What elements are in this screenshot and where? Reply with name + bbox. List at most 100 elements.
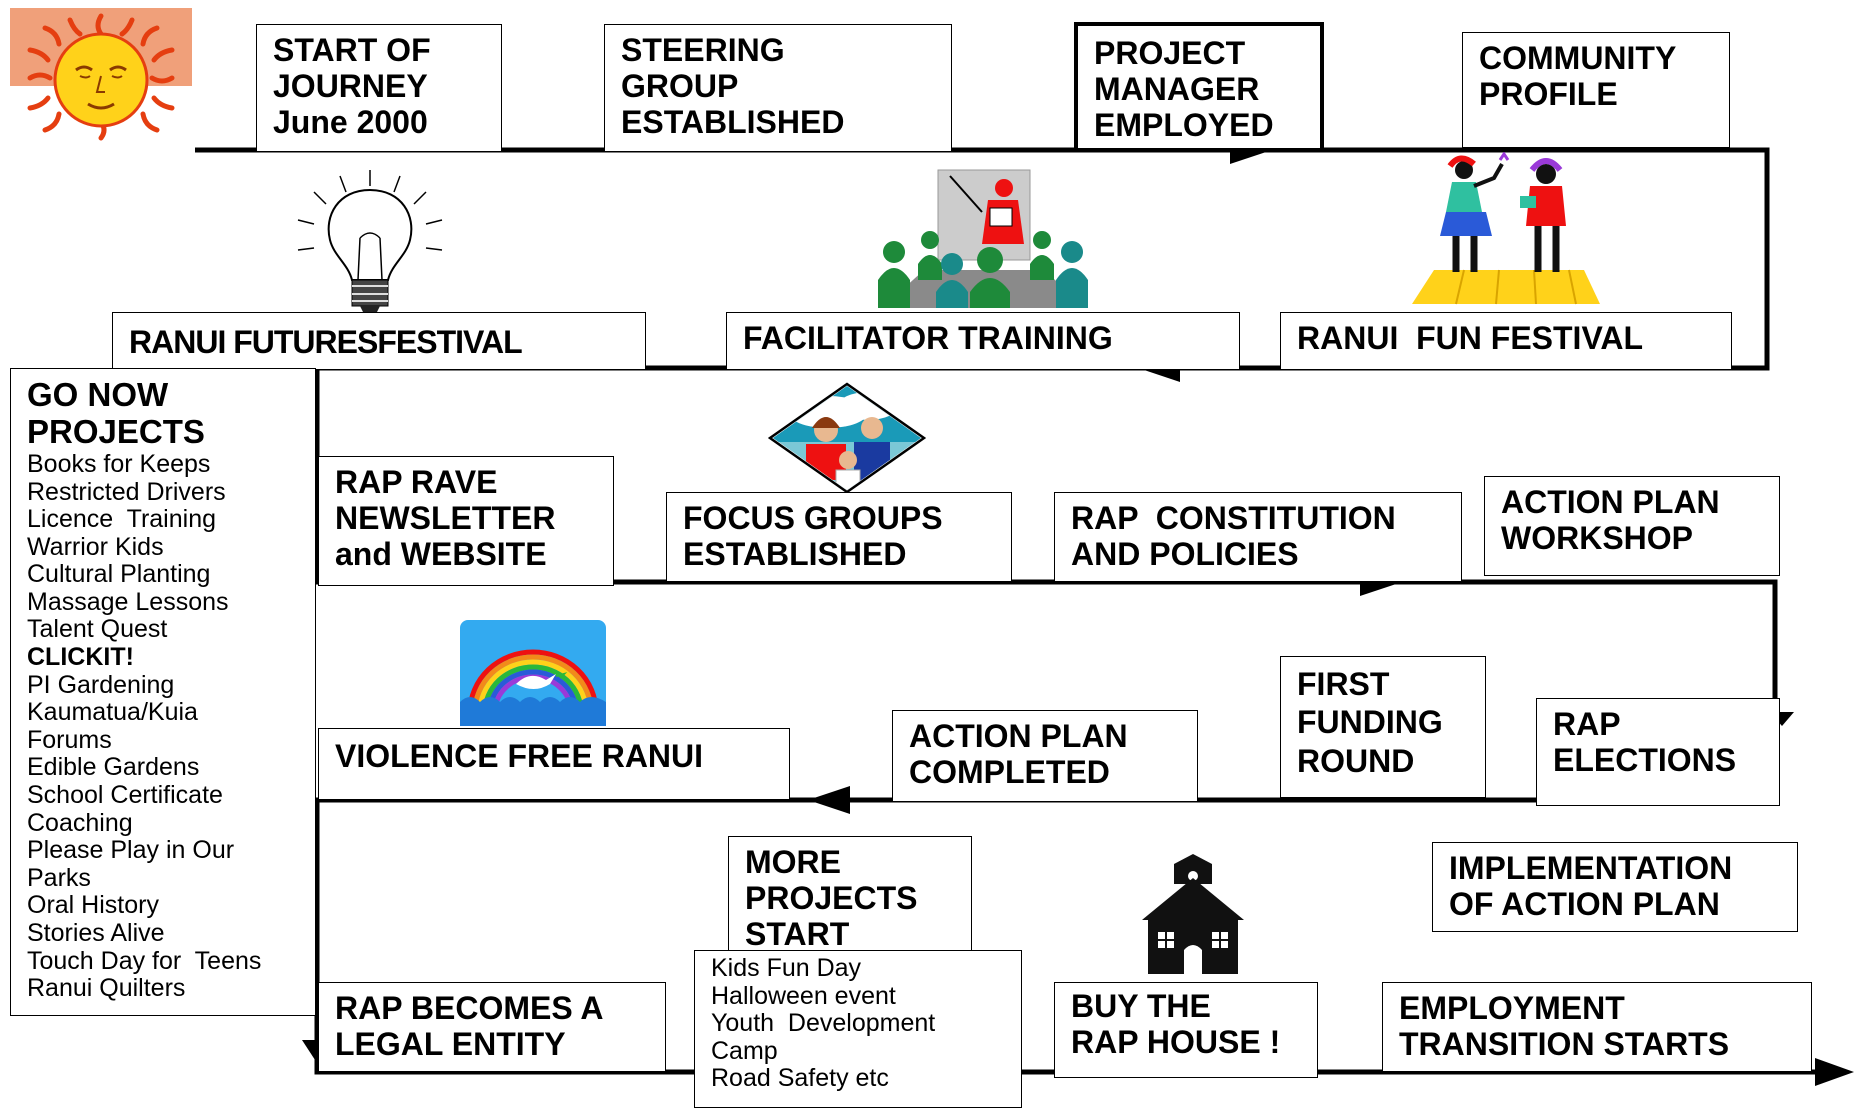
step-text: RAP HOUSE ! bbox=[1071, 1023, 1281, 1060]
list-item: Stories Alive bbox=[27, 919, 165, 947]
step-text: PROFILE bbox=[1479, 75, 1618, 112]
list-item: CLICKIT! bbox=[27, 643, 134, 672]
list-item: Cultural Planting bbox=[27, 560, 211, 589]
step-text: RAP bbox=[1553, 706, 1621, 742]
step-text: FACILITATOR TRAINING bbox=[743, 320, 1113, 356]
list-item: Talent Quest bbox=[27, 615, 168, 644]
dancers-icon bbox=[1412, 152, 1600, 305]
step-text: WORKSHOP bbox=[1501, 519, 1693, 556]
list-item: Youth Development bbox=[711, 1009, 936, 1038]
step-text: LEGAL ENTITY bbox=[335, 1025, 566, 1062]
list-item: Touch Day for Teens bbox=[27, 946, 262, 975]
list-item: Restricted Drivers bbox=[27, 477, 226, 506]
step-rap-constitution: RAP CONSTITUTION AND POLICIES bbox=[1054, 492, 1462, 582]
step-first-funding-round: FIRST FUNDING ROUND bbox=[1280, 656, 1486, 798]
step-text: AND POLICIES bbox=[1071, 535, 1299, 572]
list-item: PI Gardening bbox=[27, 670, 175, 699]
step-text: ELECTIONS bbox=[1553, 741, 1737, 778]
step-text: EMPLOYMENT bbox=[1399, 990, 1625, 1026]
family-icon bbox=[768, 382, 926, 494]
step-text: RAP RAVE bbox=[335, 464, 498, 500]
list-item: Edible Gardens bbox=[27, 753, 200, 782]
step-text: BUY THE bbox=[1071, 988, 1211, 1024]
step-text: RAP CONSTITUTION bbox=[1071, 500, 1396, 536]
step-text: OF ACTION PLAN bbox=[1449, 885, 1720, 922]
step-focus-groups: FOCUS GROUPS ESTABLISHED bbox=[666, 492, 1012, 582]
step-ranui-fun-festival: RANUI FUN FESTIVAL bbox=[1280, 312, 1732, 370]
step-rap-elections: RAP ELECTIONS bbox=[1536, 698, 1780, 806]
rainbow-dove-icon bbox=[460, 620, 606, 726]
step-more-projects-start: MORE PROJECTS START bbox=[728, 836, 972, 972]
step-rap-legal-entity: RAP BECOMES A LEGAL ENTITY bbox=[318, 982, 666, 1072]
step-text: JOURNEY bbox=[273, 67, 428, 104]
step-text: MANAGER bbox=[1094, 70, 1260, 107]
step-project-manager: PROJECT MANAGER EMPLOYED bbox=[1074, 22, 1324, 152]
arrow-right-end bbox=[1815, 1058, 1854, 1086]
list-item: Ranui Quilters bbox=[27, 974, 186, 1003]
step-facilitator-training: FACILITATOR TRAINING bbox=[726, 312, 1240, 370]
step-text: ESTABLISHED bbox=[683, 535, 907, 572]
step-violence-free-ranui: VIOLENCE FREE RANUI bbox=[318, 728, 790, 800]
list-item: Warrior Kids bbox=[27, 532, 164, 561]
step-text: and WEBSITE bbox=[335, 535, 547, 572]
step-action-plan-completed: ACTION PLAN COMPLETED bbox=[892, 710, 1198, 802]
list-item: Massage Lessons bbox=[27, 587, 229, 616]
step-text: ESTABLISHED bbox=[621, 103, 845, 140]
step-text: ACTION PLAN bbox=[909, 718, 1128, 754]
step-implementation: IMPLEMENTATION OF ACTION PLAN bbox=[1432, 842, 1798, 932]
step-text: NEWSLETTER bbox=[335, 499, 556, 536]
step-text: ACTION PLAN bbox=[1501, 484, 1720, 520]
sun-icon bbox=[10, 8, 192, 141]
path-segment-2 bbox=[314, 525, 1778, 692]
list-item: Halloween event bbox=[711, 981, 896, 1010]
step-ranui-futures-festival: RANUI FUTURESFESTIVAL bbox=[112, 312, 646, 370]
presentation-icon bbox=[878, 169, 1088, 308]
list-item: Forums bbox=[27, 725, 112, 754]
step-text: EMPLOYED bbox=[1094, 106, 1274, 143]
step-text: COMPLETED bbox=[909, 753, 1110, 790]
list-heading: GO NOW bbox=[27, 376, 169, 413]
schoolhouse-icon bbox=[1142, 854, 1244, 976]
step-text: STEERING bbox=[621, 32, 785, 68]
step-action-plan-workshop: ACTION PLAN WORKSHOP bbox=[1484, 476, 1780, 576]
step-text: FUNDING bbox=[1297, 704, 1443, 741]
step-steering-group: STEERING GROUP ESTABLISHED bbox=[604, 24, 952, 152]
list-item: School Certificate bbox=[27, 781, 223, 810]
step-text: FOCUS GROUPS bbox=[683, 500, 943, 536]
list-item: Licence Training bbox=[27, 505, 217, 534]
list-item: Kids Fun Day bbox=[711, 954, 862, 982]
step-text: RANUI FUN FESTIVAL bbox=[1297, 320, 1644, 356]
list-item: Books for Keeps bbox=[27, 449, 211, 478]
step-text: START OF bbox=[273, 32, 431, 68]
step-text: IMPLEMENTATION bbox=[1449, 850, 1733, 886]
step-buy-rap-house: BUY THE RAP HOUSE ! bbox=[1054, 982, 1318, 1078]
list-item: Road Safety etc bbox=[711, 1064, 889, 1093]
step-text: June 2000 bbox=[273, 103, 428, 140]
step-text: FIRST bbox=[1297, 666, 1390, 702]
step-text: TRANSITION STARTS bbox=[1399, 1025, 1730, 1062]
step-text: PROJECTS bbox=[745, 879, 918, 916]
list-heading: PROJECTS bbox=[27, 412, 205, 450]
step-text: RAP BECOMES A bbox=[335, 990, 604, 1026]
step-text: COMMUNITY bbox=[1479, 40, 1677, 76]
step-start-of-journey: START OF JOURNEY June 2000 bbox=[256, 24, 502, 152]
step-text: PROJECT bbox=[1094, 35, 1246, 71]
list-item: Please Play in Our bbox=[27, 836, 235, 865]
step-text: START bbox=[745, 915, 850, 952]
step-text: VIOLENCE FREE RANUI bbox=[335, 738, 704, 774]
step-text: ROUND bbox=[1297, 742, 1415, 779]
list-item: Coaching bbox=[27, 808, 133, 837]
step-text: RANUI FUTURESFESTIVAL bbox=[129, 324, 523, 360]
go-now-projects-list: GO NOW PROJECTS Books for Keeps Restrict… bbox=[10, 368, 316, 1016]
list-item: Oral History bbox=[27, 891, 159, 920]
lightbulb-icon bbox=[297, 170, 443, 328]
step-rap-rave: RAP RAVE NEWSLETTER and WEBSITE bbox=[318, 456, 614, 586]
step-text: MORE bbox=[745, 844, 841, 880]
step-community-profile: COMMUNITY PROFILE bbox=[1462, 32, 1730, 148]
step-employment-transition: EMPLOYMENT TRANSITION STARTS bbox=[1382, 982, 1812, 1072]
step-text: GROUP bbox=[621, 67, 739, 104]
more-projects-list: Kids Fun Day Halloween event Youth Devel… bbox=[694, 950, 1022, 1108]
list-item: Parks bbox=[27, 863, 91, 892]
list-item: Camp bbox=[711, 1036, 778, 1065]
list-item: Kaumatua/Kuia bbox=[27, 698, 198, 727]
